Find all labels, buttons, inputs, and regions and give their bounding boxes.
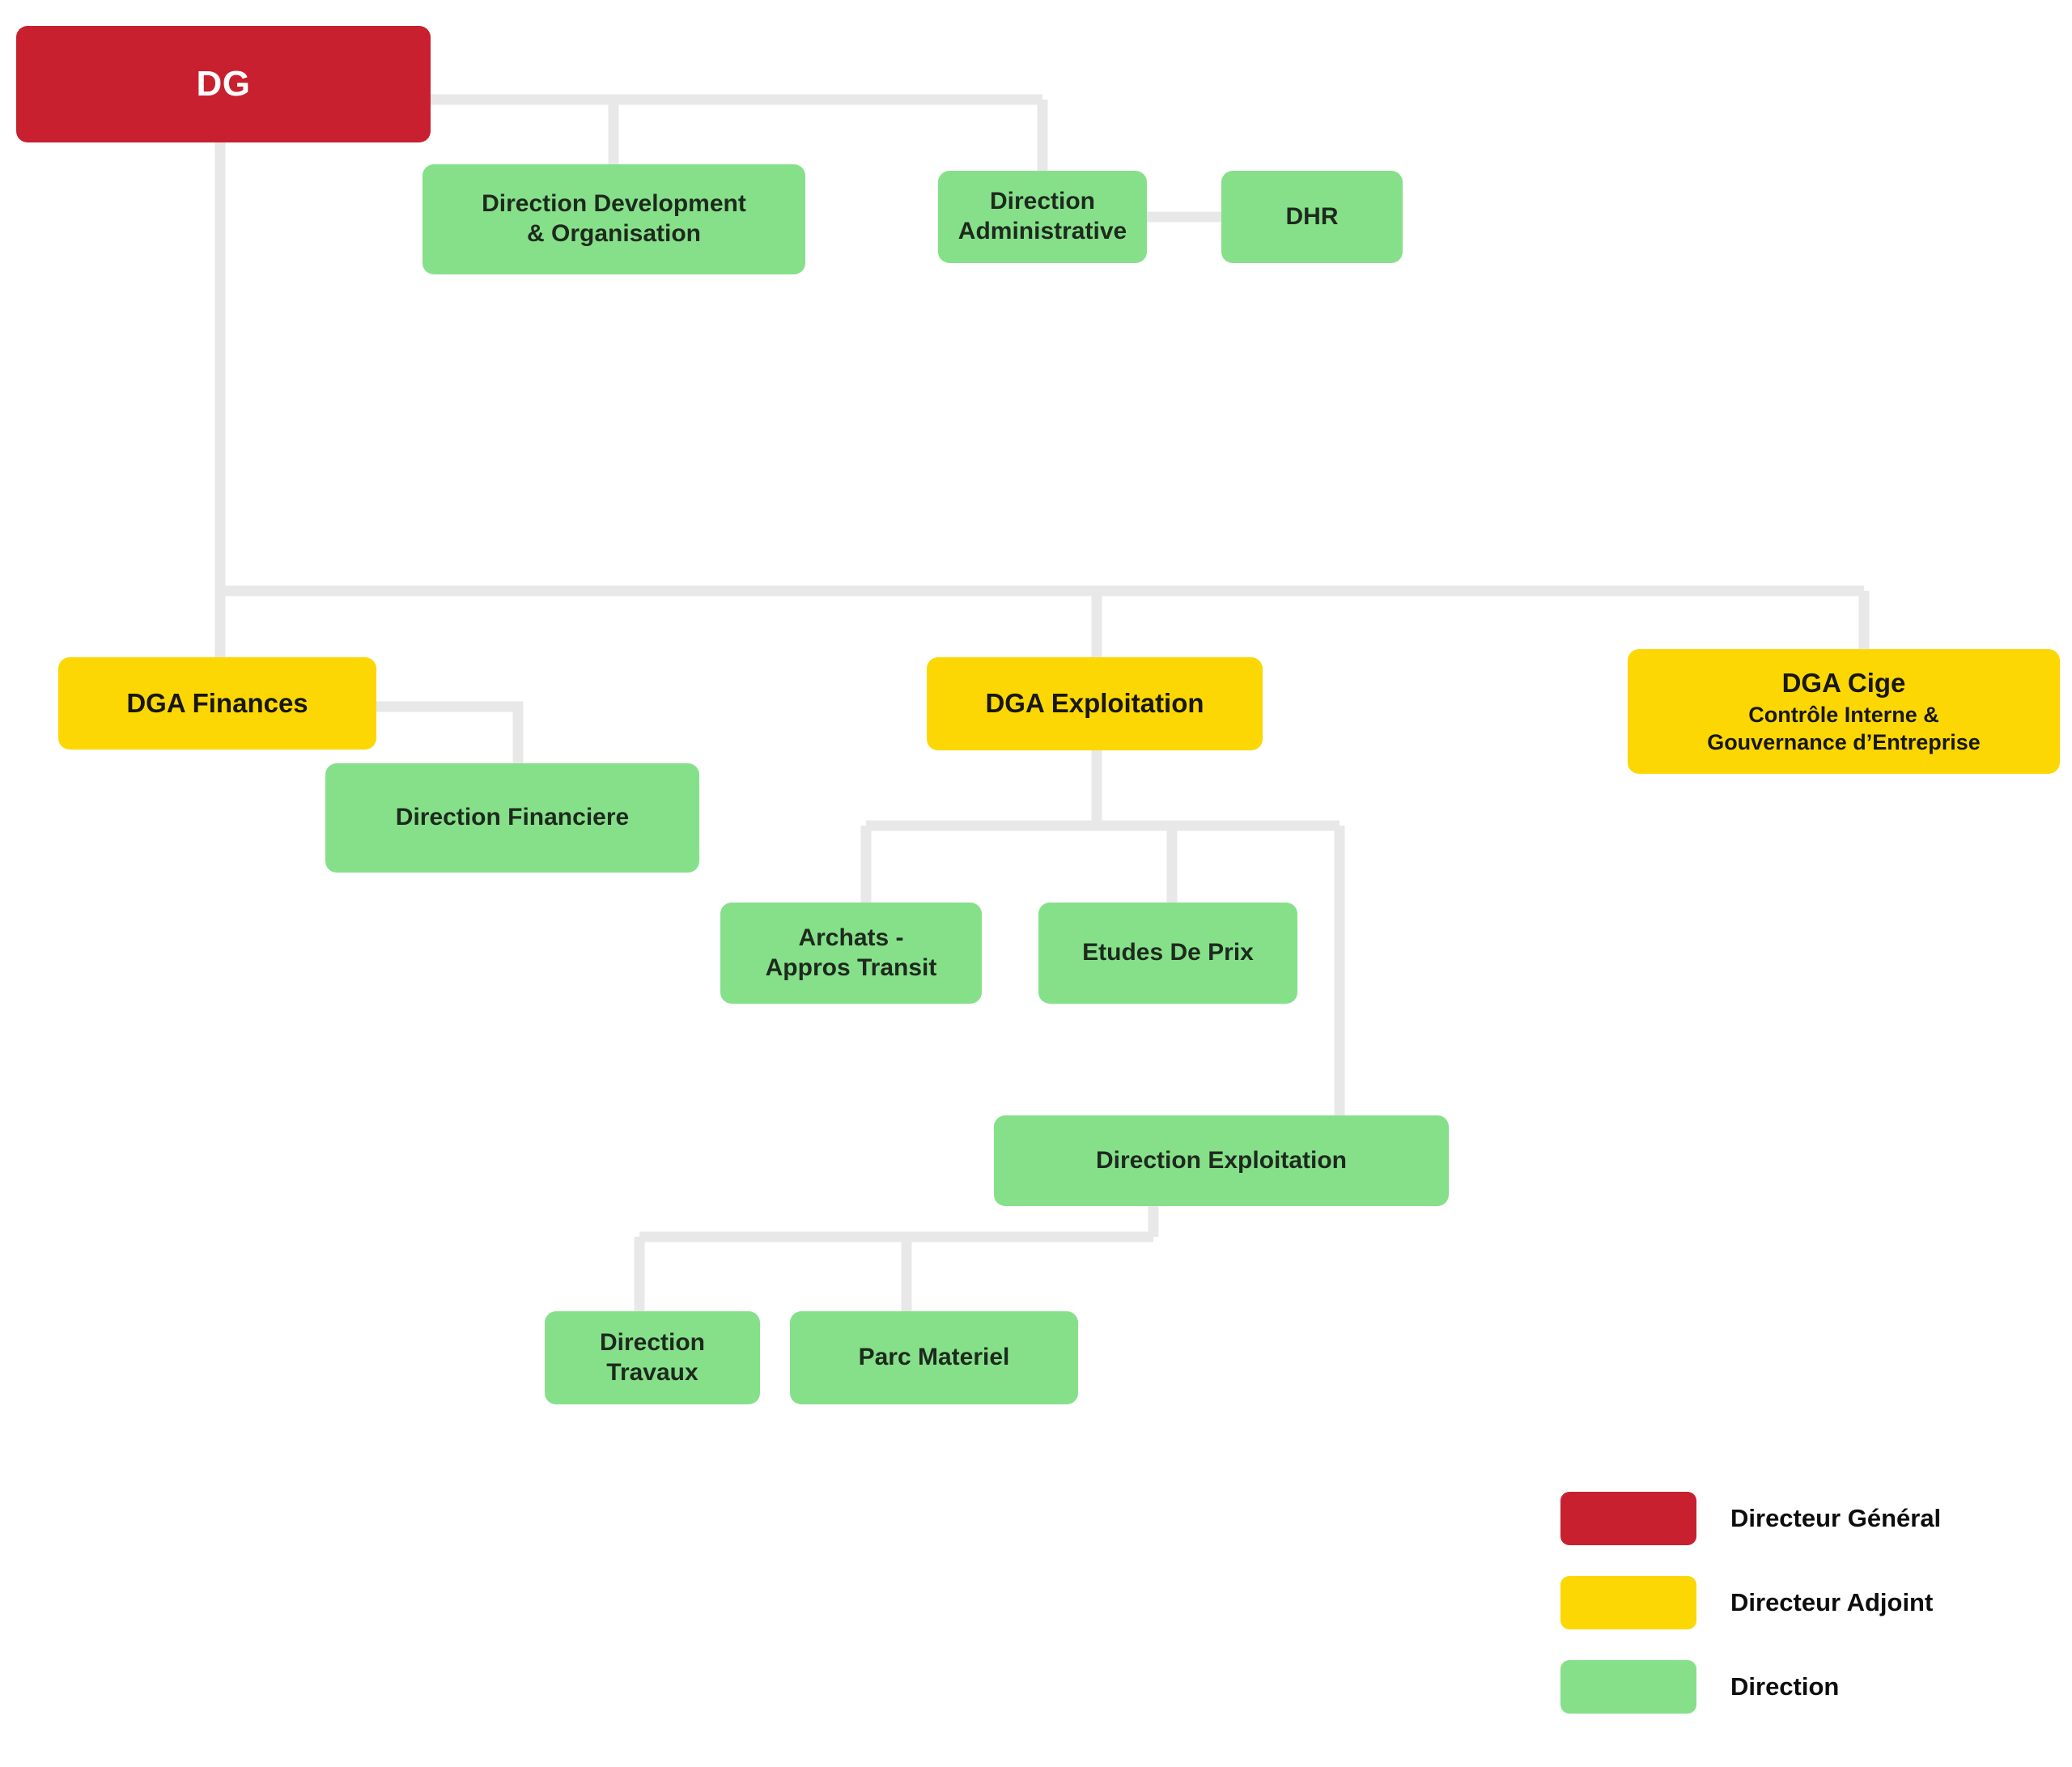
- node-dga-cige-label: DGA Cige: [1781, 668, 1906, 699]
- node-administrative-line1: Direction: [989, 188, 1096, 215]
- legend-label-direction: Direction: [1730, 1672, 1840, 1701]
- node-archats-appros-transit[interactable]: Archats - Appros Transit: [720, 903, 982, 1004]
- node-dhr-label: DHR: [1285, 202, 1339, 230]
- node-dga-cige[interactable]: DGA Cige Contrôle Interne & Gouvernance …: [1628, 649, 2060, 774]
- node-dga-finances-label: DGA Finances: [126, 687, 308, 718]
- legend-item-directeur-adjoint: Directeur Adjoint: [1560, 1576, 2046, 1629]
- legend-item-direction: Direction: [1560, 1660, 2046, 1714]
- legend-swatch-directeur-general: [1560, 1492, 1696, 1545]
- edge-dga-finances-to-dir-financiere: [376, 701, 524, 763]
- node-parc-materiel[interactable]: Parc Materiel: [790, 1311, 1078, 1404]
- node-etudes-de-prix[interactable]: Etudes De Prix: [1038, 903, 1297, 1004]
- node-direction-administrative[interactable]: Direction Administrative: [938, 171, 1147, 263]
- legend-label-directeur-general: Directeur Général: [1730, 1504, 1942, 1532]
- node-dga-cige-subtitle-line2: Gouvernance d’Entreprise: [1707, 730, 1981, 755]
- node-dg[interactable]: DG: [16, 26, 431, 142]
- node-archats-line2: Appros Transit: [765, 954, 937, 981]
- legend-swatch-directeur-adjoint: [1560, 1576, 1696, 1629]
- legend: Directeur Général Directeur Adjoint Dire…: [1560, 1492, 2046, 1714]
- node-dga-exploitation-label: DGA Exploitation: [985, 688, 1204, 719]
- node-dev-org-line1: Direction Development: [482, 190, 746, 218]
- node-administrative-line2: Administrative: [957, 218, 1127, 244]
- node-dev-org-line2: & Organisation: [526, 220, 702, 247]
- node-dir-exploitation-label: Direction Exploitation: [1095, 1146, 1348, 1174]
- legend-swatch-direction: [1560, 1660, 1696, 1714]
- node-direction-exploitation[interactable]: Direction Exploitation: [994, 1115, 1449, 1206]
- node-dir-travaux-line2: Travaux: [606, 1358, 698, 1386]
- legend-label-directeur-adjoint: Directeur Adjoint: [1730, 1588, 1934, 1616]
- node-dga-exploitation[interactable]: DGA Exploitation: [927, 657, 1263, 750]
- node-direction-travaux[interactable]: Direction Travaux: [545, 1311, 760, 1404]
- node-direction-development-organisation[interactable]: Direction Development & Organisation: [422, 164, 805, 274]
- node-direction-financiere[interactable]: Direction Financiere: [325, 763, 699, 873]
- legend-item-directeur-general: Directeur Général: [1560, 1492, 2046, 1545]
- node-archats-line1: Archats -: [798, 924, 904, 951]
- node-dhr[interactable]: DHR: [1221, 171, 1403, 263]
- node-dir-financiere-label: Direction Financiere: [395, 804, 630, 831]
- node-dga-cige-subtitle-line1: Contrôle Interne &: [1748, 702, 1939, 727]
- node-parc-materiel-label: Parc Materiel: [858, 1344, 1010, 1371]
- node-dir-travaux-line1: Direction: [599, 1328, 706, 1356]
- node-dg-label: DG: [196, 64, 251, 104]
- node-etudes-prix-label: Etudes De Prix: [1082, 939, 1254, 966]
- node-dga-finances[interactable]: DGA Finances: [58, 657, 376, 750]
